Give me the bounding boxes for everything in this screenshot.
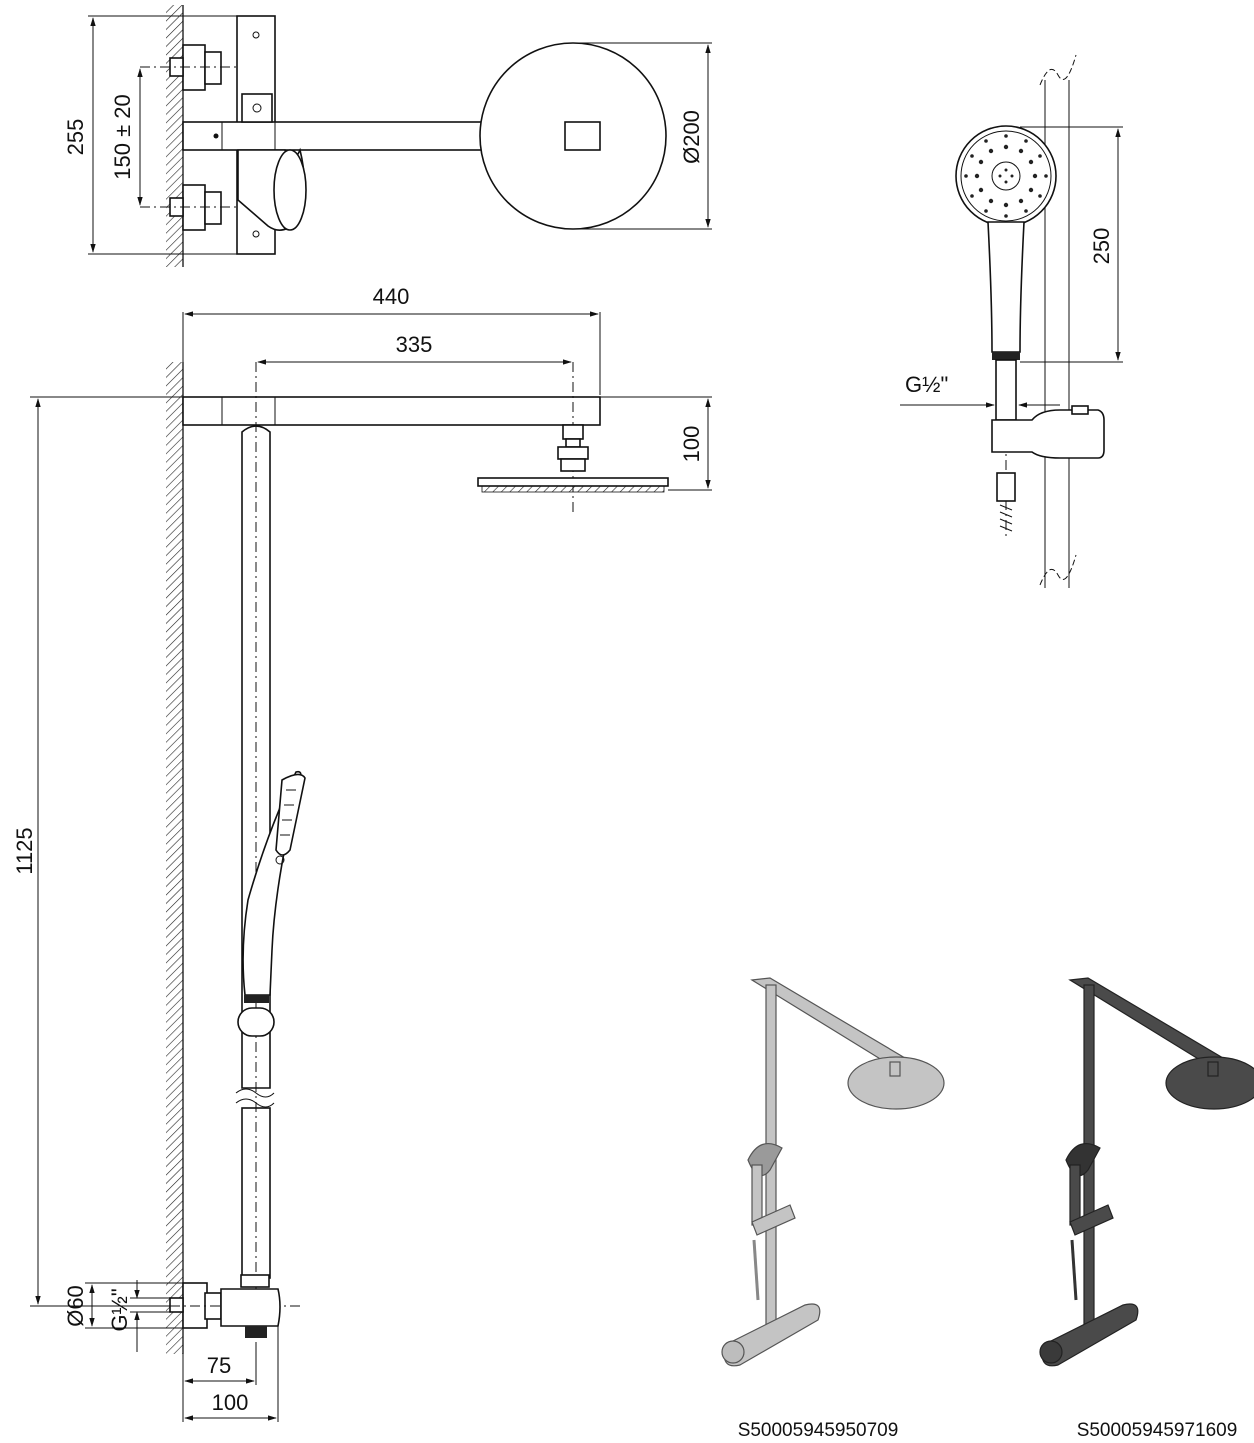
- top-view: 255 150 ± 20 Ø200: [63, 5, 712, 267]
- front-view: 440 335 100 1125 Ø60 G½" 75 100: [12, 284, 712, 1422]
- dim-valve-diameter: Ø60: [63, 1285, 88, 1327]
- dim-head-diameter: Ø200: [679, 110, 704, 164]
- dim-hand-shower-length: 250: [1089, 228, 1114, 265]
- spray-nozzles: [964, 134, 1048, 218]
- dim-inlet-spacing: 150 ± 20: [110, 94, 135, 179]
- dim-hose-thread: G½": [905, 372, 948, 397]
- dim-head-drop: 100: [679, 426, 704, 463]
- product-code-black: S50005945971609: [1077, 1420, 1238, 1441]
- product-render-chrome: [721, 977, 945, 1367]
- dim-total-height: 1125: [12, 827, 37, 874]
- dim-arm-to-head: 335: [396, 332, 433, 357]
- hand-shower-detail: 250 G½": [900, 54, 1123, 588]
- dim-top-height: 255: [63, 119, 88, 156]
- dim-wall-offset: 100: [212, 1390, 249, 1415]
- dim-valve-offset: 75: [207, 1353, 231, 1378]
- dim-arm-total: 440: [373, 284, 410, 309]
- product-render-black: [1039, 977, 1254, 1367]
- dim-inlet-thread: G½": [107, 1288, 132, 1331]
- product-code-chrome: S50005945950709: [738, 1420, 899, 1441]
